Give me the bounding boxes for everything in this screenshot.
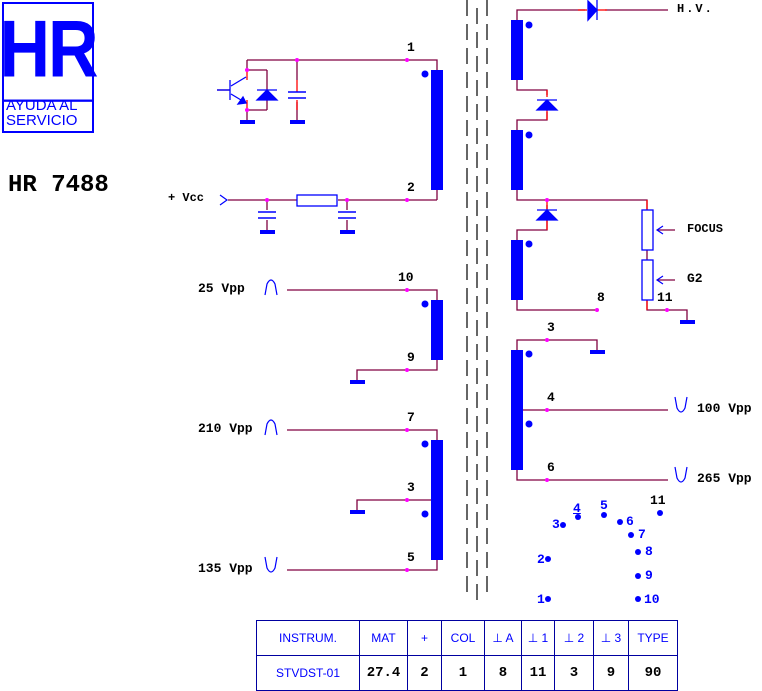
winding-7-3-5-wires [287,429,438,571]
spec-table-row: STVDST-01 27.4 2 1 8 11 3 9 90 [256,655,678,691]
focus-potentiometer [641,209,654,251]
polarity-dot [525,350,533,358]
hv-leads [546,9,648,310]
transistor-icon [217,76,247,105]
value-cell: 1 [441,655,485,691]
hv-winding-3 [511,240,523,300]
winding-7-3-5 [431,440,443,560]
polarity-dot [525,21,533,29]
polarity-dot [421,510,429,518]
value-cell: STVDST-01 [256,655,360,691]
value-cell: 27.4 [359,655,408,691]
header-cell: COL [441,620,485,656]
g2-potentiometer [641,259,654,301]
header-cell: TYPE [628,620,678,656]
resistor-icon [296,194,338,207]
header-cell: ⊥ 3 [593,620,629,656]
value-cell: 11 [521,655,555,691]
pinout-diagram [545,510,663,602]
hv-wires [516,9,688,320]
winding-10-9 [431,300,443,360]
value-cell: 2 [407,655,442,691]
winding-10-9-wires [287,289,438,380]
negative-pulse-icon [674,466,688,483]
header-cell: MAT [359,620,408,656]
header-cell: ⊥ 2 [554,620,594,656]
hv-winding-2 [511,130,523,190]
input-arrow-icon [219,194,229,206]
transformer-core [466,0,488,600]
polarity-dot [421,300,429,308]
winding-3-4-6-wires [516,339,668,481]
negative-pulse-icon [264,556,278,573]
polarity-dot [525,131,533,139]
capacitor-icon [288,91,306,99]
header-cell: ⊥ A [484,620,522,656]
model-number: HR 7488 [8,172,109,199]
capacitor-icon [258,211,356,219]
header-cell: + [407,620,442,656]
value-cell: 8 [484,655,522,691]
polarity-dot [525,240,533,248]
value-cell: 9 [593,655,629,691]
winding-3-4-6 [511,350,523,470]
header-cell: INSTRUM. [256,620,360,656]
positive-pulse-icon [264,419,278,436]
damper-diode-icon [255,89,279,101]
cascade-diode-icon [535,99,559,111]
positive-pulse-icon [264,279,278,296]
hv-winding-1 [511,20,523,80]
polarity-dot [421,70,429,78]
spec-table-header: INSTRUM. MAT + COL ⊥ A ⊥ 1 ⊥ 2 ⊥ 3 TYPE [256,620,678,656]
negative-pulse-icon [674,396,688,413]
logo-subtitle-line1: AYUDA AL [6,97,78,114]
polarity-dot [421,440,429,448]
header-cell: ⊥ 1 [521,620,555,656]
logo-mark: HR [0,0,99,102]
logo-subtitle-line2: SERVICIO [6,112,78,129]
primary-winding [431,70,443,190]
g2-arrow-icon [655,275,664,285]
value-cell: 3 [554,655,594,691]
value-cell: 90 [628,655,678,691]
ground-icon [240,120,695,514]
spec-table: INSTRUM. MAT + COL ⊥ A ⊥ 1 ⊥ 2 ⊥ 3 TYPE … [256,620,678,691]
cascade-diode-icon [535,209,559,221]
polarity-dot [525,420,533,428]
junction-nodes [245,58,669,572]
focus-arrow-icon [655,225,664,235]
hv-diode-icon [587,0,598,22]
hr-logo: HR AYUDA AL SERVICIO [0,0,99,133]
primary-circuit [217,59,438,230]
logo-subtitle: AYUDA AL SERVICIO [6,98,92,128]
